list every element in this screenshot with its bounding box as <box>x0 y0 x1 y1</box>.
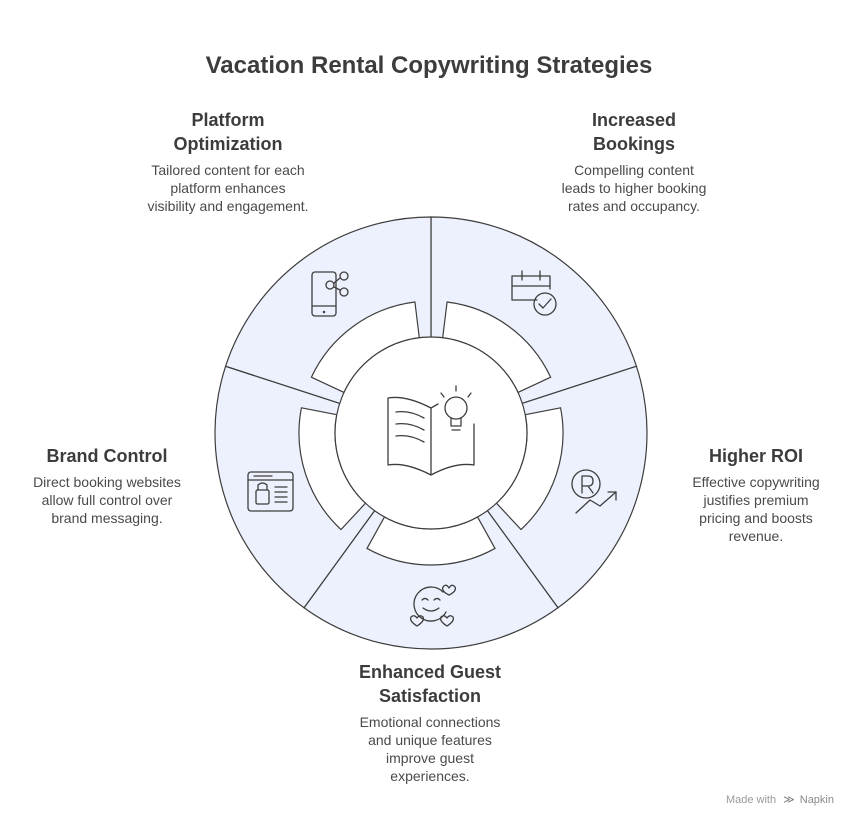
heading-line: Optimization <box>173 134 283 154</box>
description-line: Effective copywriting <box>692 474 820 490</box>
description-line: experiences. <box>390 768 470 784</box>
book-lightbulb-icon <box>387 385 475 476</box>
description-line: Direct booking websites <box>33 474 181 490</box>
heading-line: Satisfaction <box>378 686 482 706</box>
description-line: rates and occupancy. <box>567 198 701 214</box>
description-line: revenue. <box>728 528 784 544</box>
description-line: Tailored content for each <box>151 162 305 178</box>
page-title: Vacation Rental Copywriting Strategies <box>205 52 653 79</box>
description-line: pricing and boosts <box>699 510 813 526</box>
description-line: Compelling content <box>574 162 694 178</box>
phone-share-icon <box>311 271 349 317</box>
description-line: allow full control over <box>41 492 173 508</box>
description-line: and unique features <box>368 732 492 748</box>
label-brand-control: Brand Control Direct booking websites al… <box>12 444 202 527</box>
description-line: improve guest <box>386 750 474 766</box>
heading-line: Enhanced Guest <box>358 662 502 682</box>
calendar-check-icon <box>511 270 557 316</box>
description-line: leads to higher booking <box>561 180 707 196</box>
description-line: Emotional connections <box>359 714 501 730</box>
heading-line: Increased <box>591 110 677 130</box>
heading-line: Brand Control <box>46 446 168 466</box>
smiley-hearts-icon <box>409 584 457 627</box>
heading-line: Bookings <box>592 134 675 154</box>
description-line: justifies premium <box>703 492 809 508</box>
description-line: visibility and engagement. <box>147 198 309 214</box>
label-enhanced-guest-satisfaction: Enhanced Guest Satisfaction Emotional co… <box>330 660 530 785</box>
heading-line: Platform <box>191 110 265 130</box>
label-increased-bookings: Increased Bookings Compelling content le… <box>534 108 734 215</box>
revenue-growth-icon <box>571 469 617 514</box>
description-line: brand messaging. <box>51 510 163 526</box>
napkin-logo-icon: ≫ <box>783 794 795 806</box>
napkin-brand-text: Napkin <box>799 794 834 806</box>
label-platform-optimization: Platform Optimization Tailored content f… <box>128 108 328 215</box>
heading-line: Higher ROI <box>708 446 803 466</box>
made-with-text: Made with <box>725 794 777 806</box>
label-higher-roi: Higher ROI Effective copywriting justifi… <box>666 444 846 545</box>
footer-credit: Made with ≫ Napkin <box>726 793 834 806</box>
description-line: platform enhances <box>170 180 286 196</box>
website-lock-icon <box>247 471 294 512</box>
